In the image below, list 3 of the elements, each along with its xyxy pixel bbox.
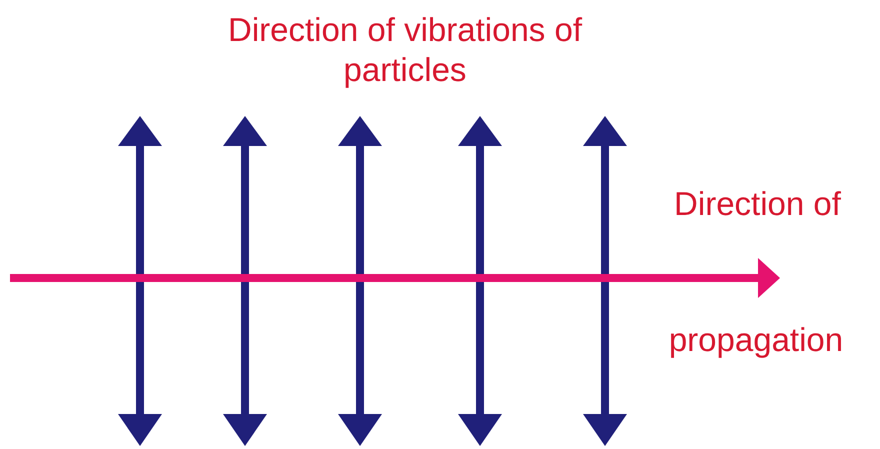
axis-label: Direction of — [673, 184, 842, 224]
axis-label: Direction of vibrations of particles — [227, 10, 584, 90]
axis-label: propagation — [668, 320, 844, 360]
